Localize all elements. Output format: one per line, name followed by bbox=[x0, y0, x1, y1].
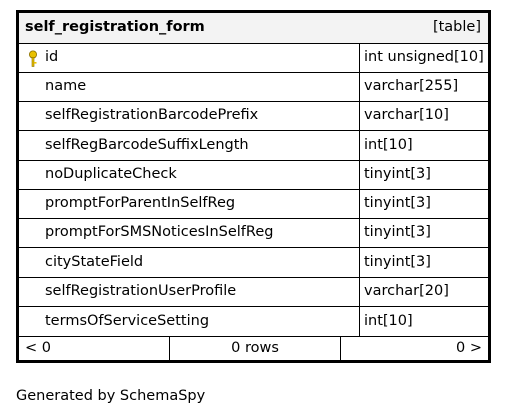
column-row: termsOfServiceSetting int[10] bbox=[19, 307, 488, 337]
outgoing-relations-cell: 0 > bbox=[341, 337, 488, 360]
column-name: cityStateField bbox=[45, 254, 144, 270]
outgoing-relations-count: 0 > bbox=[456, 340, 482, 356]
column-type: int[10] bbox=[364, 137, 413, 153]
table-name: self_registration_form bbox=[25, 19, 205, 35]
incoming-relations-count: < 0 bbox=[25, 340, 51, 356]
column-type-cell: int[10] bbox=[359, 131, 488, 160]
row-count-cell: 0 rows bbox=[170, 337, 341, 360]
table-footer: < 0 0 rows 0 > bbox=[19, 337, 488, 360]
column-type-cell: int[10] bbox=[359, 307, 488, 336]
column-type-cell: tinyint[3] bbox=[359, 160, 488, 189]
column-row: noDuplicateCheck tinyint[3] bbox=[19, 160, 488, 190]
column-type: tinyint[3] bbox=[364, 195, 431, 211]
column-row: cityStateField tinyint[3] bbox=[19, 248, 488, 278]
column-type: varchar[20] bbox=[364, 283, 449, 299]
column-name: selfRegistrationBarcodePrefix bbox=[45, 107, 259, 123]
column-name: selfRegistrationUserProfile bbox=[45, 283, 237, 299]
column-type: tinyint[3] bbox=[364, 224, 431, 240]
column-type-cell: varchar[10] bbox=[359, 101, 488, 130]
column-type: int unsigned[10] bbox=[364, 49, 484, 65]
column-type-cell: varchar[255] bbox=[359, 72, 488, 101]
column-type-cell: tinyint[3] bbox=[359, 248, 488, 277]
incoming-relations-cell: < 0 bbox=[19, 337, 170, 360]
column-row: name varchar[255] bbox=[19, 72, 488, 102]
column-row: promptForSMSNoticesInSelfReg tinyint[3] bbox=[19, 218, 488, 248]
row-count: 0 rows bbox=[231, 340, 279, 356]
column-name: id bbox=[45, 49, 59, 65]
column-row: id int unsigned[10] bbox=[19, 43, 488, 73]
primary-key-icon bbox=[29, 50, 37, 67]
column-type: tinyint[3] bbox=[364, 254, 431, 270]
column-type: varchar[10] bbox=[364, 107, 449, 123]
table-box: self_registration_form [table] id int un… bbox=[16, 10, 491, 363]
column-row: selfRegistrationUserProfile varchar[20] bbox=[19, 277, 488, 307]
generated-by-caption: Generated by SchemaSpy bbox=[16, 388, 206, 404]
column-type-cell: varchar[20] bbox=[359, 277, 488, 306]
column-row: selfRegBarcodeSuffixLength int[10] bbox=[19, 131, 488, 161]
column-name: noDuplicateCheck bbox=[45, 166, 177, 182]
column-name: name bbox=[45, 78, 87, 94]
column-name: promptForParentInSelfReg bbox=[45, 195, 236, 211]
column-name: selfRegBarcodeSuffixLength bbox=[45, 137, 249, 153]
column-type-cell: int unsigned[10] bbox=[359, 43, 488, 72]
column-type: int[10] bbox=[364, 313, 413, 329]
column-name: termsOfServiceSetting bbox=[45, 313, 210, 329]
column-type: varchar[255] bbox=[364, 78, 459, 94]
column-row: promptForParentInSelfReg tinyint[3] bbox=[19, 189, 488, 219]
column-row: selfRegistrationBarcodePrefix varchar[10… bbox=[19, 101, 488, 131]
table-header: self_registration_form [table] bbox=[19, 13, 488, 44]
table-kind: [table] bbox=[432, 19, 481, 35]
column-type-cell: tinyint[3] bbox=[359, 189, 488, 218]
column-type-cell: tinyint[3] bbox=[359, 218, 488, 247]
column-name: promptForSMSNoticesInSelfReg bbox=[45, 224, 274, 240]
column-type: tinyint[3] bbox=[364, 166, 431, 182]
